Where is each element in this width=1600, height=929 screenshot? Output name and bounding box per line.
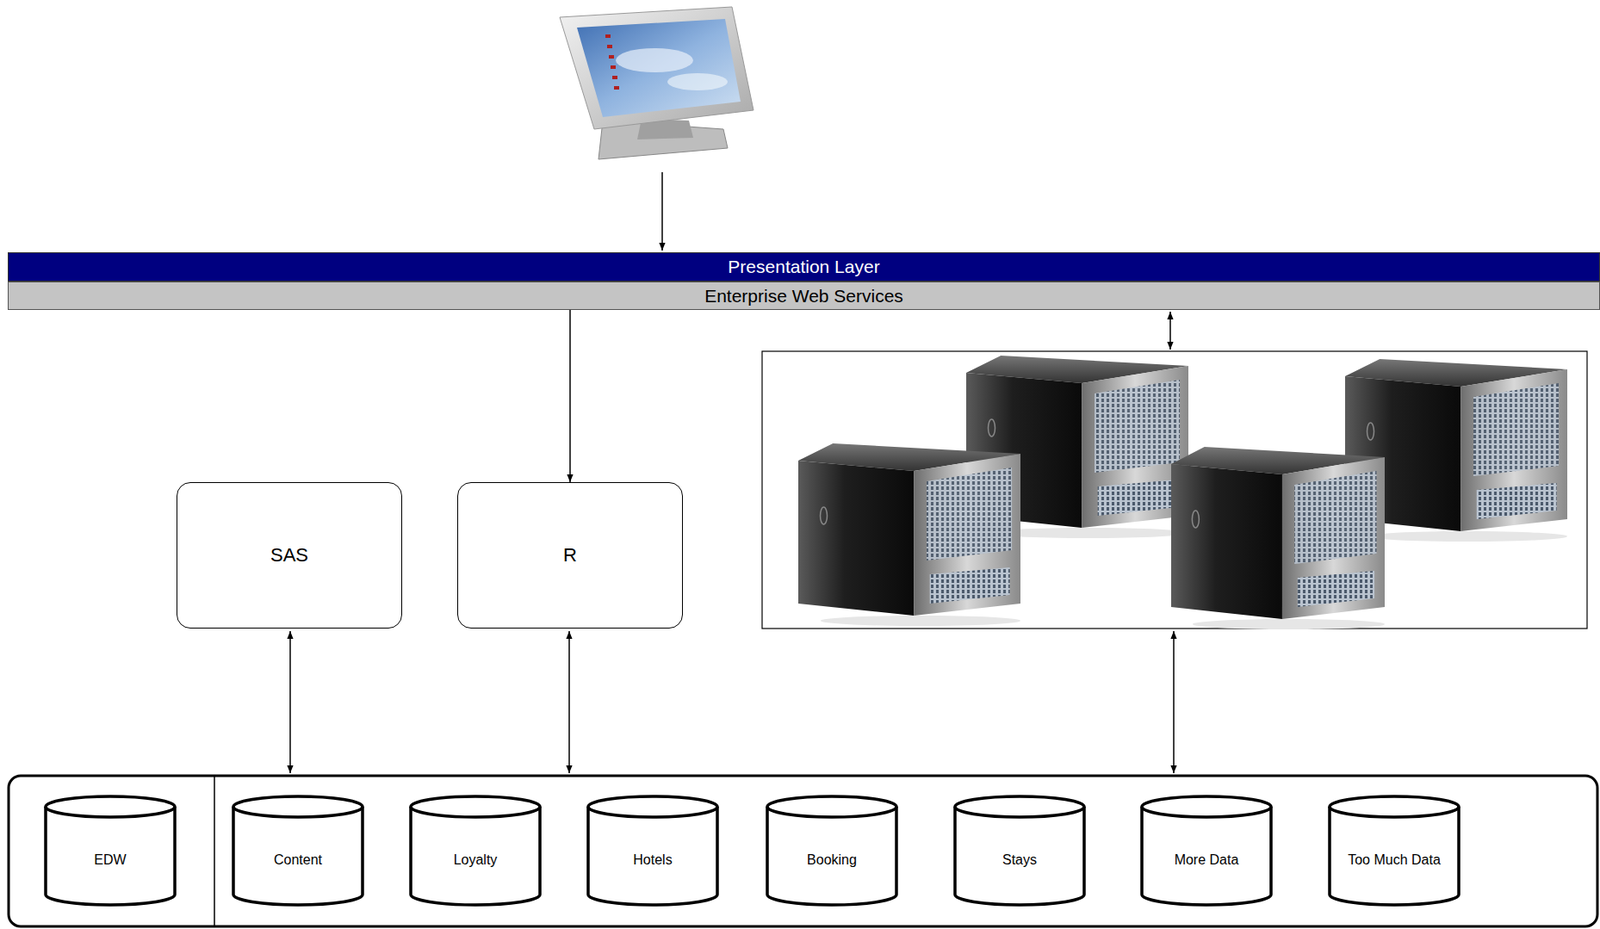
arrow — [661, 172, 664, 251]
database-cylinder: Stays — [952, 793, 1087, 908]
database-cylinder: EDW — [43, 793, 178, 908]
node-label: EDW — [93, 852, 126, 869]
database-cylinder: Too Much Data — [1327, 793, 1462, 908]
tool-box: R — [457, 482, 683, 629]
database-cylinder: Hotels — [585, 793, 720, 908]
database-cylinder: Loyalty — [408, 793, 543, 908]
node-label: Enterprise Web Services — [704, 285, 904, 307]
arrow — [568, 631, 571, 774]
monitor-icon — [559, 6, 754, 160]
database-cylinder: More Data — [1139, 793, 1274, 908]
node-label: Too Much Data — [1347, 852, 1441, 869]
cylinder-outline — [952, 793, 1087, 908]
node-label: Booking — [806, 852, 857, 869]
services-band: Enterprise Web Services — [7, 281, 1600, 311]
presentation-band: Presentation Layer — [7, 252, 1600, 282]
arrow — [1169, 311, 1172, 350]
node-label: More Data — [1174, 852, 1240, 869]
arrow — [289, 631, 292, 774]
arrow — [1172, 631, 1175, 774]
data-container — [8, 775, 1598, 927]
node-label: SAS — [270, 544, 309, 567]
cylinder-outline — [43, 793, 178, 908]
node-label: Stays — [1002, 852, 1037, 869]
node-label: Loyalty — [453, 852, 498, 869]
node-label: Presentation Layer — [727, 256, 880, 278]
connector — [569, 310, 571, 483]
node-label: Hotels — [632, 852, 672, 869]
cylinder-outline — [408, 793, 543, 908]
node-label: Content — [273, 852, 323, 869]
cylinder-outline — [1327, 793, 1462, 908]
tool-box: SAS — [176, 482, 403, 629]
divider — [213, 776, 216, 926]
node-label: R — [563, 544, 577, 567]
database-cylinder: Content — [230, 793, 366, 908]
server-frame — [762, 351, 1588, 629]
cylinder-outline — [230, 793, 366, 908]
cylinder-outline — [764, 793, 900, 908]
cylinder-outline — [1139, 793, 1274, 908]
cylinder-outline — [585, 793, 720, 908]
server-towers — [798, 355, 1568, 630]
database-cylinder: Booking — [764, 793, 900, 908]
